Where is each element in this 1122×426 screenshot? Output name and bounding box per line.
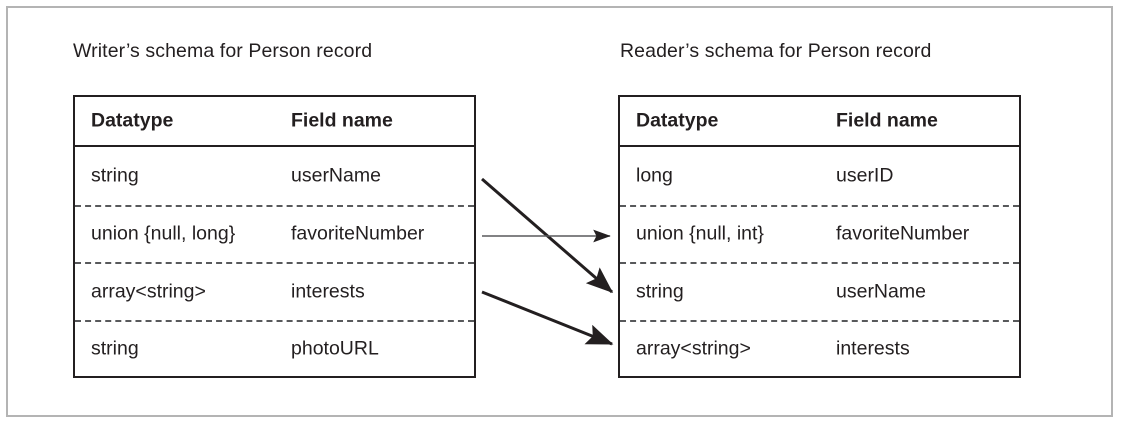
writer-table-header-row: Datatype Field name: [75, 97, 474, 147]
table-row: string userName: [75, 147, 474, 205]
reader-row-2-field-name: userName: [836, 280, 926, 303]
writer-row-0-datatype: string: [91, 164, 139, 187]
table-row: string userName: [620, 262, 1019, 320]
reader-row-2-datatype: string: [636, 280, 684, 303]
writer-row-3-field-name: photoURL: [291, 337, 379, 360]
reader-row-0-datatype: long: [636, 164, 673, 187]
writer-row-2-field-name: interests: [291, 280, 365, 303]
reader-row-3-datatype: array<string>: [636, 337, 751, 360]
table-row: string photoURL: [75, 319, 474, 378]
writer-schema-table: Datatype Field name string userName unio…: [73, 95, 476, 378]
table-row: union {null, int} favoriteNumber: [620, 204, 1019, 263]
writer-row-0-field-name: userName: [291, 164, 381, 187]
writer-header-datatype: Datatype: [91, 109, 174, 132]
writer-schema-title: Writer’s schema for Person record: [73, 40, 373, 62]
writer-row-1-field-name: favoriteNumber: [291, 222, 425, 245]
writer-row-3-datatype: string: [91, 337, 139, 360]
reader-row-0-field-name: userID: [836, 164, 894, 187]
writer-header-field-name: Field name: [291, 109, 393, 132]
reader-header-datatype: Datatype: [636, 109, 719, 132]
reader-header-field-name: Field name: [836, 109, 938, 132]
reader-row-1-datatype: union {null, int}: [636, 222, 764, 245]
table-row: union {null, long} favoriteNumber: [75, 204, 474, 263]
table-row: long userID: [620, 147, 1019, 205]
writer-row-2-datatype: array<string>: [91, 280, 206, 303]
reader-row-3-field-name: interests: [836, 337, 910, 360]
reader-row-1-field-name: favoriteNumber: [836, 222, 970, 245]
writer-row-1-datatype: union {null, long}: [91, 222, 236, 245]
reader-schema-table: Datatype Field name long userID union {n…: [618, 95, 1021, 378]
table-row: array<string> interests: [75, 262, 474, 320]
reader-table-header-row: Datatype Field name: [620, 97, 1019, 147]
table-row: array<string> interests: [620, 319, 1019, 378]
reader-schema-title: Reader’s schema for Person record: [620, 40, 932, 62]
